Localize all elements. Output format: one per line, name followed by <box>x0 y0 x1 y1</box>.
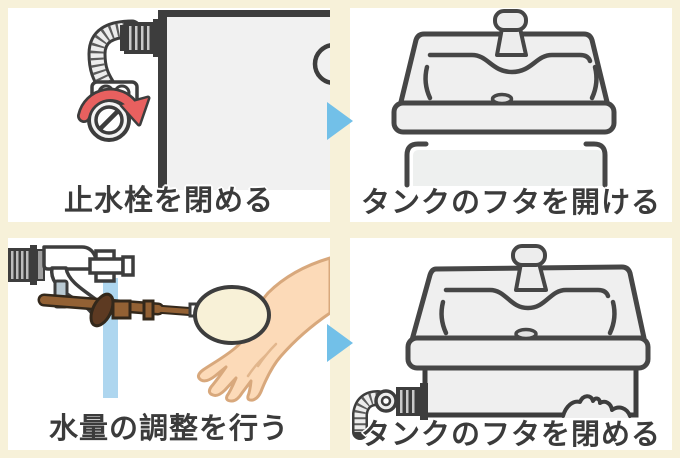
flex-hose <box>87 19 142 95</box>
toilet-tank-corner <box>158 10 330 193</box>
step-caption-2: タンクのフタを開ける <box>360 187 661 219</box>
step-caption-1: 止水栓を閉める <box>63 185 274 217</box>
open-tank-lid-illustration <box>391 9 617 188</box>
tank-lid <box>391 31 617 135</box>
float-valve-adjustment-illustration <box>8 245 330 403</box>
closed-tank-illustration <box>352 244 651 440</box>
step-panel-2: タンクのフタを開ける <box>350 8 672 222</box>
step-caption-4: タンクのフタを閉める <box>360 419 661 450</box>
float-ball <box>188 285 271 345</box>
step-caption-3: 水量の調整を行う <box>48 413 289 445</box>
step-panel-1: 止水栓を閉める <box>8 8 330 222</box>
tank-emblem-squiggle <box>561 394 632 418</box>
rotate-clockwise-arrow-icon <box>77 87 151 127</box>
faucet-spout <box>511 244 548 292</box>
right-arrow-icon <box>327 102 353 140</box>
right-arrow-icon <box>327 324 353 362</box>
supply-hose-fitting <box>352 383 428 440</box>
float-arm <box>37 292 201 328</box>
shutoff-valve-illustration <box>77 10 330 193</box>
step-panel-4: タンクのフタを閉める <box>350 238 672 450</box>
faucet-spout <box>493 9 528 57</box>
step-panel-3: 水量の調整を行う <box>8 238 330 450</box>
open-tank-body <box>404 141 608 188</box>
tank-fitting-nut <box>120 19 161 57</box>
tank-lid <box>405 264 651 371</box>
